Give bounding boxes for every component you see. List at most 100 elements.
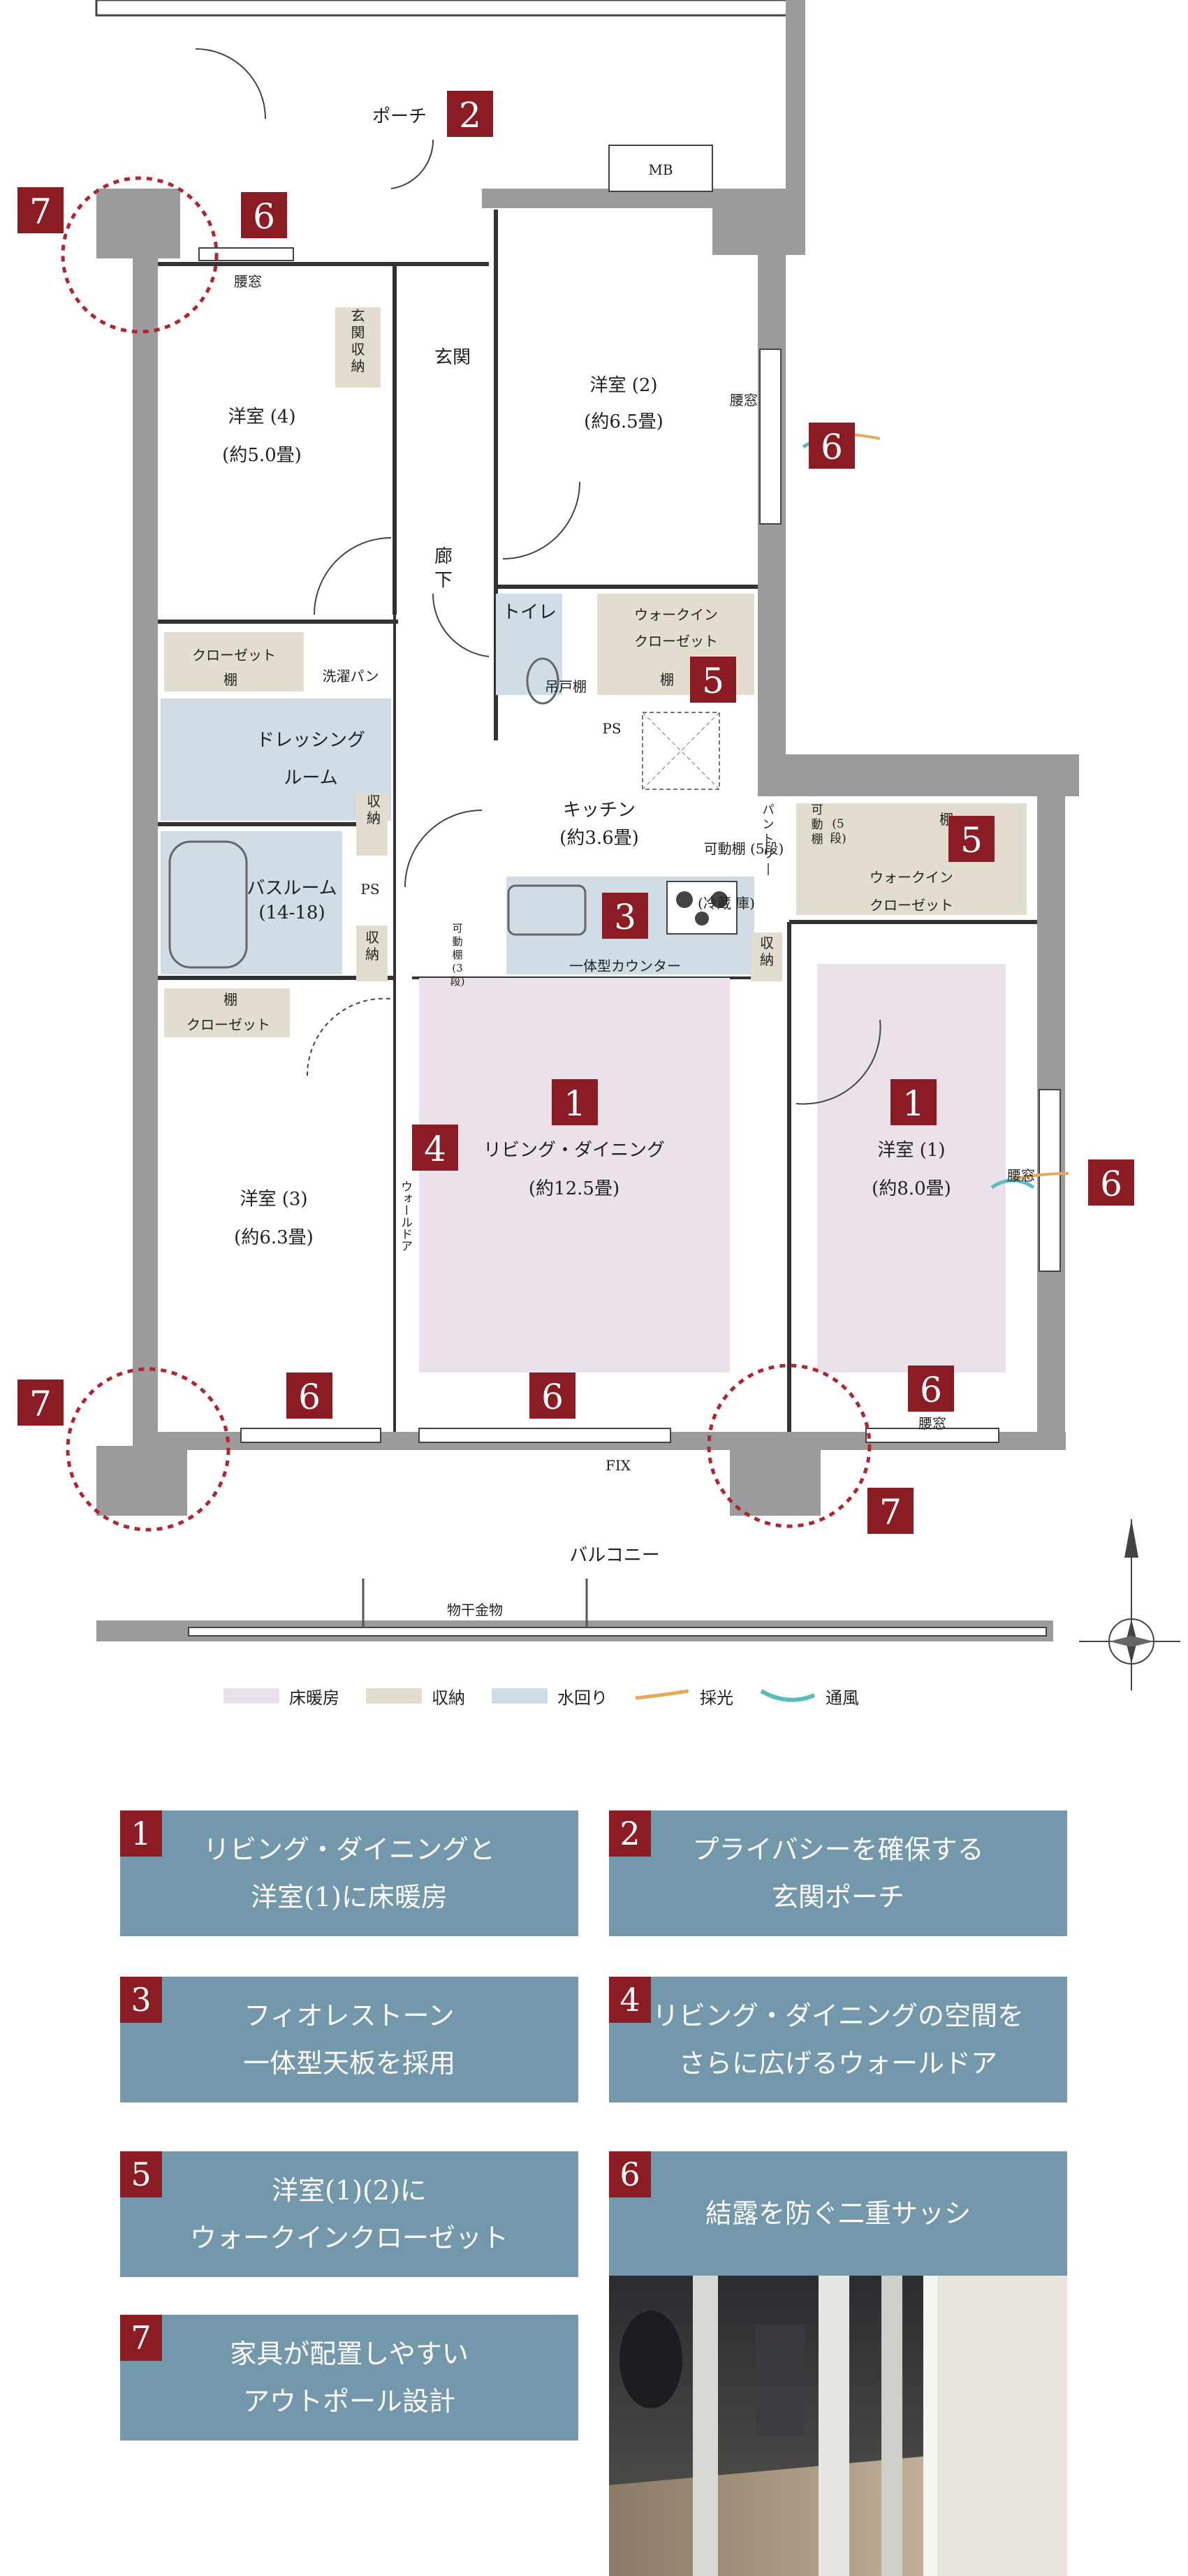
feature-text: 結露を防ぐ二重サッシ (705, 2198, 971, 2229)
feature-text: フィオレストーン 一体型天板を採用 (242, 2000, 455, 2079)
wic2-label: ウォークイン (634, 606, 718, 623)
balcony-label: バルコニー (569, 1545, 659, 1566)
feature-text: 家具が配置しやすい アウトポール設計 (230, 2339, 469, 2417)
badge-6: 6 (286, 1373, 332, 1419)
toilet-label: トイレ (502, 602, 557, 623)
western4-label: 洋室 (4) (228, 407, 295, 427)
ps-label: PS (602, 720, 621, 737)
legend: 床暖房 収納 水回り 採光 通風 (223, 1682, 922, 1710)
badge-5: 5 (690, 657, 736, 703)
compass-icon (1079, 1519, 1180, 1690)
mb-label: MB (648, 161, 673, 178)
svg-text:5: 5 (960, 820, 983, 861)
wall-door-label: ウォールドア (398, 1180, 412, 1252)
wall-east-step (758, 754, 1079, 796)
svg-text:4: 4 (424, 1129, 446, 1169)
entrance-label: 玄関 (434, 347, 471, 368)
bath-size: (14-18) (258, 902, 325, 923)
drying-rack-label: 物干金物 (447, 1602, 503, 1618)
legend-label: 通風 (826, 1688, 859, 1708)
closet4-label: クローゼット (192, 647, 276, 664)
svg-text:6: 6 (298, 1377, 321, 1417)
entrance-storage-label: 玄 関 収 納 (351, 307, 365, 374)
badge-5: 5 (948, 816, 995, 862)
floor-plan: MB ポーチ 玄関 洋室 (4) (約5.0畳) 洋室 (2) (約6.5畳) … (17, 0, 1180, 1690)
feature-card-3: 3 フィオレストーン 一体型天板を採用 (120, 1977, 578, 2102)
outpole-circle (66, 1367, 230, 1532)
legend-label: 採光 (700, 1688, 733, 1708)
dressing-room-zone (161, 698, 391, 821)
counter-label: 一体型カウンター (569, 958, 681, 974)
wic2-label2: クローゼット (634, 633, 718, 650)
svg-text:6: 6 (920, 1370, 942, 1410)
closet4-zone (164, 632, 304, 691)
badge-4: 4 (412, 1125, 458, 1171)
double-sash-photo (609, 2276, 1067, 2576)
legend-label: 床暖房 (289, 1688, 339, 1708)
svg-text:6: 6 (253, 196, 275, 237)
legend-swatch (223, 1688, 279, 1704)
movable-shelf-label: 可 動 棚 (811, 803, 823, 847)
western3-label: 洋室 (3) (240, 1189, 307, 1210)
feature-number: 6 (609, 2151, 651, 2197)
outpole-s (730, 1446, 821, 1516)
shelf-label: 棚 (223, 671, 237, 688)
badge-1: 1 (890, 1079, 937, 1125)
kitchen-size: (約3.6畳) (559, 828, 639, 849)
feature-text: プライバシーを確保する 玄関ポーチ (692, 1834, 984, 1912)
outpole-nw (96, 189, 180, 258)
shelf-label: 棚 (660, 671, 674, 688)
wic1-label2: クローゼット (870, 897, 953, 914)
western2-label: 洋室 (2) (589, 375, 657, 396)
legend-label: 水回り (557, 1688, 608, 1708)
ps-label: PS (360, 881, 379, 898)
wall-segment (786, 0, 805, 255)
feature-card-7: 7 家具が配置しやすい アウトポール設計 (120, 2315, 578, 2440)
feature-text: リビング・ダイニングの空間を さらに広げるウォールドア (652, 2000, 1024, 2079)
badge-2: 2 (447, 91, 493, 137)
kitchen-label: キッチン (563, 800, 636, 821)
badge-6: 6 (1088, 1159, 1134, 1206)
svg-text:1: 1 (564, 1083, 586, 1124)
bathtub-icon (168, 840, 248, 969)
sink-icon (507, 884, 587, 936)
legend-item-floor-heating: 床暖房 (223, 1684, 339, 1708)
badge-6: 6 (241, 192, 287, 238)
movable-shelf-label: 可動棚 (5段) (704, 840, 784, 857)
svg-text:6: 6 (821, 427, 843, 467)
feature-number: 7 (120, 2315, 162, 2361)
svg-text:6: 6 (1100, 1164, 1122, 1204)
western4-size: (約5.0畳) (222, 445, 302, 466)
feature-card-2: 2 プライバシーを確保する 玄関ポーチ (609, 1810, 1067, 1936)
five-dan-label: (5 段) (830, 817, 846, 846)
svg-text:6: 6 (541, 1377, 564, 1417)
fridge-label: (冷蔵 庫) (698, 895, 755, 912)
living-label: リビング・ダイニング (483, 1140, 665, 1161)
wall-west (133, 196, 158, 1453)
legend-swatch (492, 1688, 548, 1704)
living-size: (約12.5畳) (529, 1178, 619, 1199)
hallway-label: 廊 下 (434, 546, 453, 591)
badge-1: 1 (552, 1079, 598, 1125)
feature-card-5: 5 洋室(1)(2)に ウォークインクローゼット (120, 2151, 578, 2277)
bath-label: バスルーム (247, 878, 337, 899)
feature-number: 2 (609, 1810, 651, 1857)
badge-7: 7 (867, 1488, 914, 1534)
laundry-label: 洗濯パン (323, 668, 379, 685)
badge-7: 7 (17, 187, 64, 233)
western1-size: (約8.0畳) (872, 1178, 951, 1199)
bathroom-zone (161, 831, 342, 974)
pantry-label: パ ン ト リ | (762, 803, 775, 876)
outpole-circle (707, 1363, 872, 1528)
shelf-label: 棚 (223, 991, 237, 1008)
feature-card-1: 1 リビング・ダイニングと 洋室(1)に床暖房 (120, 1810, 578, 1936)
dressing-label: ドレッシング (256, 730, 365, 751)
legend-item-light: 採光 (634, 1684, 733, 1708)
movable-shelf-3-label: 可 動 棚 (3 段) (450, 922, 465, 988)
floor-heating-living (419, 978, 730, 1373)
porch-railing (95, 0, 796, 17)
feature-number: 4 (609, 1977, 651, 2023)
feature-text: 洋室(1)(2)に ウォークインクローゼット (189, 2175, 508, 2253)
legend-swatch (366, 1688, 422, 1704)
porch-label: ポーチ (372, 106, 427, 127)
